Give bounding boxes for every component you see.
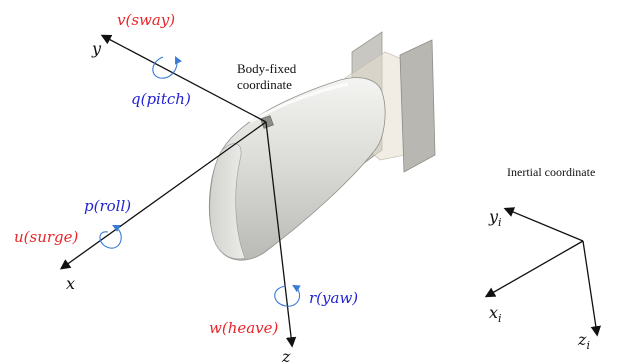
inertial-z-axis-label: zi	[577, 330, 590, 352]
inertial-coordinate-label: Inertial coordinate	[507, 165, 595, 179]
z-axis-label: z	[281, 347, 291, 363]
x-axis-label: x	[66, 274, 75, 293]
inertial-axes	[484, 207, 601, 337]
body-origin-marker	[260, 115, 274, 129]
body-coordinate-label-line1: Body-fixed	[237, 61, 297, 76]
roll-label: p(roll)	[84, 197, 131, 215]
x-axis-line	[59, 121, 267, 270]
sway-label: v(sway)	[117, 11, 175, 29]
inertial-y-subscript: i	[498, 216, 502, 229]
inertial-z-axis-line	[582, 240, 601, 337]
roll-rotation-arrow	[99, 225, 122, 249]
yaw-label: r(yaw)	[309, 289, 358, 307]
rotation-arrows	[99, 56, 301, 307]
right-fin	[399, 39, 436, 173]
pitch-rotation-arrow	[152, 56, 182, 79]
inertial-z-subscript: i	[586, 339, 590, 352]
vehicle-hull	[208, 77, 386, 261]
hull-highlight	[249, 82, 349, 124]
y-axis-line	[100, 34, 267, 123]
inertial-z-letter: z	[577, 330, 587, 349]
yaw-rotation-arrow	[274, 284, 301, 307]
surge-label: u(surge)	[14, 228, 79, 246]
inertial-x-letter: x	[489, 303, 498, 322]
body-coordinate-label-line2: coordinate	[237, 77, 292, 92]
inertial-y-axis-line	[503, 207, 584, 242]
z-axis-line	[265, 121, 297, 348]
inertial-y-letter: y	[488, 207, 499, 226]
inertial-y-axis-label: yi	[488, 207, 502, 229]
inertial-x-subscript: i	[498, 312, 502, 325]
pitch-label: q(pitch)	[131, 90, 191, 108]
hull-nose-band	[209, 143, 246, 260]
inertial-x-axis-line	[484, 240, 584, 298]
y-axis-label: y	[91, 39, 102, 58]
heave-label: w(heave)	[209, 319, 279, 337]
inertial-x-axis-label: xi	[489, 303, 502, 325]
body-axes	[59, 34, 297, 348]
